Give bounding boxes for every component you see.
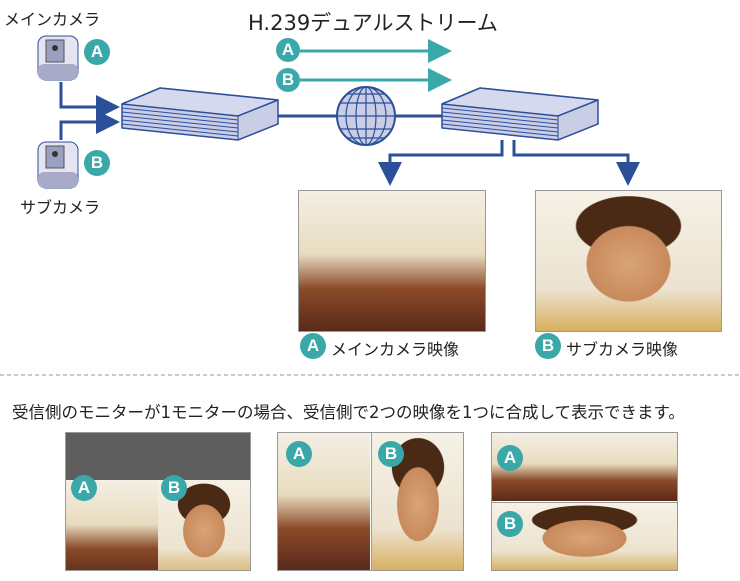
receiving-codec-device bbox=[441, 87, 599, 141]
badge-b-output: B bbox=[535, 333, 561, 359]
badge-a-output: A bbox=[300, 333, 326, 359]
badge-b: B bbox=[161, 475, 187, 501]
badge-a: A bbox=[286, 441, 312, 467]
main-camera-arrow bbox=[59, 82, 120, 119]
network-globe-icon bbox=[336, 86, 396, 146]
main-camera-icon bbox=[37, 35, 79, 81]
badge-a-stream: A bbox=[276, 38, 300, 62]
badge-a-main-camera: A bbox=[84, 39, 110, 65]
badge-a: A bbox=[71, 475, 97, 501]
composite-layout-side-by-side: A B bbox=[65, 432, 251, 571]
output-a-arrow bbox=[378, 140, 504, 186]
sending-codec-device bbox=[121, 87, 279, 141]
badge-a: A bbox=[497, 445, 523, 471]
sub-camera-video-image bbox=[535, 190, 722, 332]
badge-b: B bbox=[497, 511, 523, 537]
badge-b-sub-camera: B bbox=[84, 150, 110, 176]
badge-b-stream: B bbox=[276, 68, 300, 92]
composite-layout-split: A B bbox=[277, 432, 464, 571]
badge-b: B bbox=[378, 441, 404, 467]
sub-video-label: サブカメラ映像 bbox=[566, 340, 679, 359]
main-video-label: メインカメラ映像 bbox=[331, 340, 460, 359]
page-title: H.239デュアルストリーム bbox=[248, 11, 498, 35]
main-camera-video-image bbox=[298, 190, 486, 332]
main-camera-label: メインカメラ bbox=[4, 10, 101, 29]
sub-camera-label: サブカメラ bbox=[20, 198, 101, 217]
output-b-arrow bbox=[512, 140, 640, 186]
single-monitor-note: 受信側のモニターが1モニターの場合、受信側で2つの映像を1つに合成して表示できま… bbox=[12, 403, 685, 422]
composite-layout-stacked: A B bbox=[491, 432, 678, 571]
sub-camera-icon bbox=[37, 141, 79, 189]
sub-camera-arrow bbox=[59, 110, 120, 140]
